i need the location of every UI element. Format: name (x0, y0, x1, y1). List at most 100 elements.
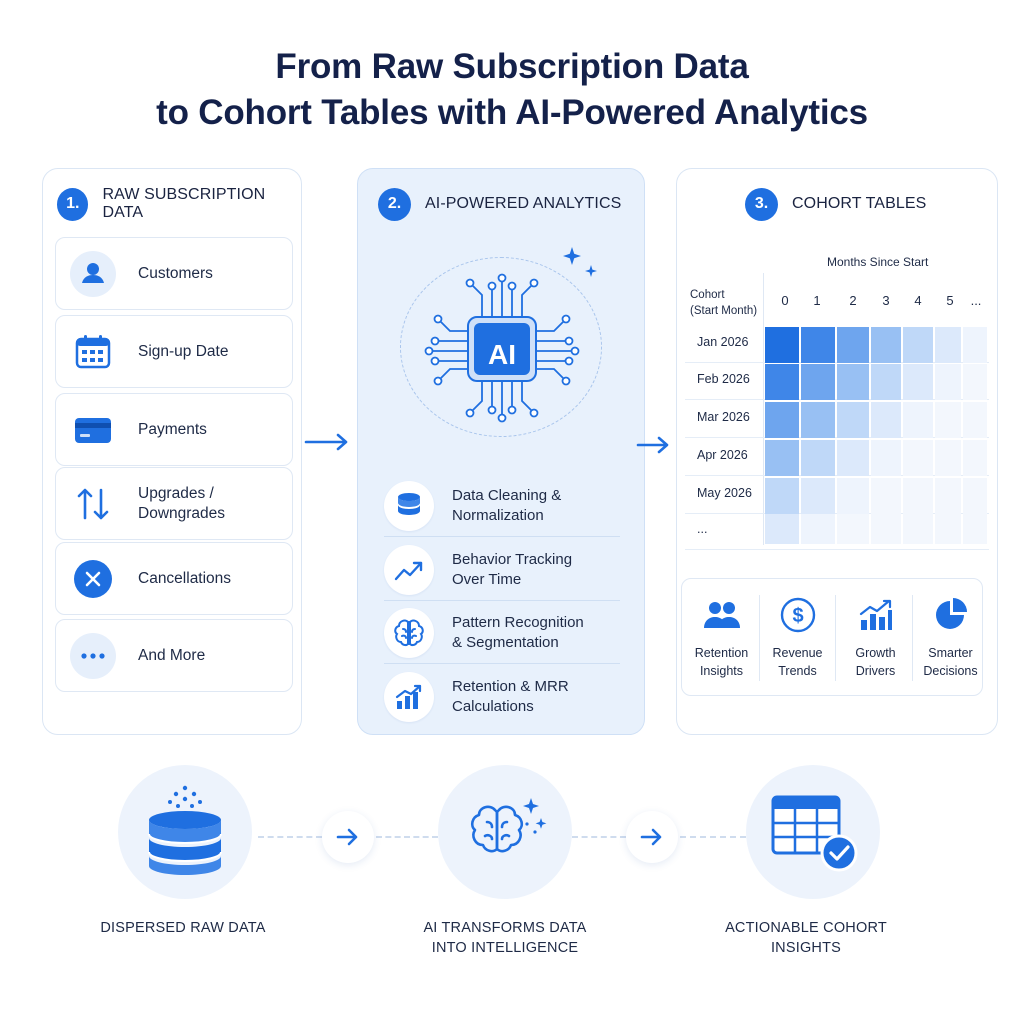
heatmap-cell (837, 364, 869, 400)
row-divider (685, 549, 989, 550)
insight-label: Growth Drivers (838, 644, 913, 680)
row-label: Jan 2026 (697, 335, 749, 349)
label-line-2: Decisions (923, 664, 978, 678)
caption-line-2: INSIGHTS (770, 940, 842, 956)
raw-item-label: Payments (138, 420, 207, 438)
heatmap-cell (871, 364, 901, 400)
growth-chart-icon (856, 595, 896, 635)
heatmap-cell (837, 440, 869, 476)
caption-line-2: INTO INTELLIGENCE (431, 940, 579, 956)
heatmap-cell (935, 364, 961, 400)
step-number-badge: 1. (57, 187, 89, 221)
insight-label: Revenue Trends (760, 644, 835, 680)
people-icon (702, 595, 742, 635)
heatmap-cell (903, 514, 933, 544)
raw-item-label: Upgrades / Downgrades (138, 484, 225, 524)
label-line-2: & Segmentation (452, 633, 559, 651)
label-line-1: Pattern Recognition (452, 613, 584, 631)
heatmap-cell (871, 327, 901, 363)
connector-line (572, 836, 626, 838)
label-line-1: Cohort (690, 289, 725, 301)
raw-item-upgrades: Upgrades / Downgrades (55, 467, 293, 540)
column-label: 5 (946, 293, 954, 308)
ai-circle-outline (400, 257, 602, 437)
raw-item-label: Customers (138, 264, 213, 282)
table-divider (763, 273, 764, 545)
cancel-icon (70, 556, 116, 602)
heatmap-cell (801, 440, 835, 476)
label-line-1: Retention & MRR (452, 678, 569, 695)
label-line-1: Retention (694, 646, 749, 660)
heatmap-cell (963, 364, 987, 400)
label-line-2: Insights (699, 664, 744, 678)
ai-chip-label: AI (488, 339, 516, 370)
heatmap-cell (903, 327, 933, 363)
column-label: ... (970, 293, 982, 308)
divider (759, 595, 760, 681)
brain-sparkle-icon (438, 765, 572, 899)
label-line-2: Downgrades (138, 504, 226, 522)
heatmap-cell (801, 364, 835, 400)
svg-text:$: $ (792, 605, 803, 627)
bar-chart-icon (384, 672, 434, 722)
title-line-1: From Raw Subscription Data (275, 47, 749, 86)
heatmap-cell (963, 514, 987, 544)
label-line-2: (Start Month) (690, 305, 758, 317)
heatmap-cell (765, 514, 799, 544)
caption-line-1: AI TRANSFORMS DATA (423, 920, 587, 936)
insight-label: Retention Insights (684, 644, 759, 680)
heatmap-cell (935, 514, 961, 544)
panel-header: 1. RAW SUBSCRIPTION DATA (43, 186, 301, 221)
arrow-right-icon (304, 430, 352, 459)
insight-retention: Retention Insights (684, 579, 759, 697)
ai-step-behavior: Behavior Tracking Over Time (384, 539, 620, 601)
insight-revenue: $ Revenue Trends (760, 579, 835, 697)
raw-item-customers: Customers (55, 237, 293, 310)
heatmap-cell (935, 478, 961, 514)
panel-heading: COHORT TABLES (792, 195, 927, 212)
panel-heading: AI-POWERED ANALYTICS (425, 195, 622, 212)
months-since-start-label: Months Since Start (827, 255, 929, 269)
cohort-axis-label: Cohort (Start Month) (690, 287, 757, 319)
heatmap-cell (765, 478, 799, 514)
database-icon (384, 480, 434, 531)
title-line-2: to Cohort Tables with AI-Powered Analyti… (156, 93, 868, 132)
insight-decisions: Smarter Decisions (913, 579, 988, 697)
column-label: 1 (813, 293, 821, 308)
calendar-icon (70, 329, 116, 375)
ai-step-pattern: Pattern Recognition & Segmentation (384, 602, 620, 664)
raw-item-and-more: And More (55, 619, 293, 692)
panel-heading: RAW SUBSCRIPTION DATA (102, 186, 266, 221)
heatmap-cell (871, 514, 901, 544)
insights-strip: Retention Insights $ Revenue Trends Grow… (681, 578, 983, 696)
brain-icon (384, 607, 434, 658)
heatmap-cell (963, 327, 987, 363)
heatmap-cell (837, 478, 869, 514)
table-check-icon (746, 765, 880, 899)
up-down-arrows-icon (70, 481, 116, 527)
heatmap-cell (801, 327, 835, 363)
heatmap-cell (765, 364, 799, 400)
pie-chart-icon (931, 595, 971, 635)
page-title: From Raw Subscription Data to Cohort Tab… (0, 44, 1024, 136)
row-label: Feb 2026 (697, 372, 750, 386)
insight-growth: Growth Drivers (838, 579, 913, 697)
ai-step-cleaning: Data Cleaning & Normalization (384, 475, 620, 537)
flow-caption: DISPERSED RAW DATA (53, 918, 313, 938)
credit-card-icon (70, 407, 116, 453)
column-label: 2 (849, 293, 857, 308)
heatmap-cell (903, 440, 933, 476)
ai-step-label: Data Cleaning & Normalization (452, 486, 561, 526)
divider (835, 595, 836, 681)
flow-caption: AI TRANSFORMS DATA INTO INTELLIGENCE (375, 918, 635, 958)
heatmap-cell (801, 478, 835, 514)
label-line-2: Drivers (855, 664, 896, 678)
trend-line-icon (384, 544, 434, 595)
raw-item-label: Sign-up Date (138, 342, 229, 360)
heatmap-cell (935, 327, 961, 363)
heatmap-cell (837, 514, 869, 544)
heatmap-cell (935, 440, 961, 476)
flow-arrow-icon (626, 811, 678, 863)
heatmap-cell (765, 327, 799, 363)
label-line-2: Normalization (452, 506, 544, 524)
